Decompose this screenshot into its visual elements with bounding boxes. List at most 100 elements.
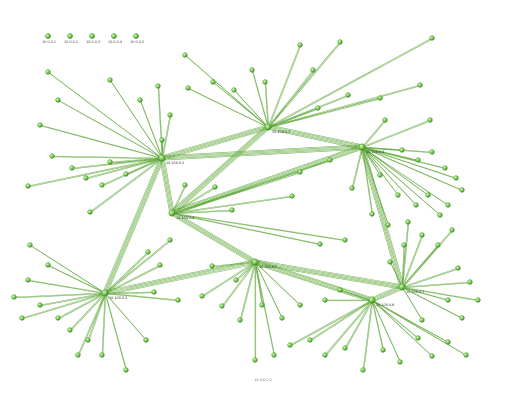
device-node-icon[interactable] <box>45 262 51 268</box>
device-node-icon[interactable] <box>342 345 348 351</box>
device-node-icon[interactable] <box>429 353 435 359</box>
device-node-icon[interactable] <box>107 159 113 165</box>
device-node-icon[interactable] <box>151 289 157 295</box>
device-node-icon[interactable] <box>401 242 407 248</box>
device-node-icon[interactable] <box>25 183 31 189</box>
device-node-icon[interactable] <box>297 302 303 308</box>
device-node-icon[interactable] <box>385 222 391 228</box>
device-node-icon[interactable] <box>83 175 89 181</box>
device-node-icon[interactable] <box>310 67 316 73</box>
device-node-icon[interactable] <box>55 315 61 321</box>
device-node-icon[interactable] <box>210 79 216 85</box>
device-node-icon[interactable] <box>37 122 43 128</box>
hub-node-icon[interactable] <box>368 296 376 304</box>
device-node-icon[interactable] <box>19 315 25 321</box>
device-node-icon[interactable] <box>99 352 105 358</box>
device-node-icon[interactable] <box>55 97 61 103</box>
device-node-icon[interactable] <box>297 42 303 48</box>
device-node-icon[interactable] <box>387 259 393 265</box>
device-node-icon[interactable] <box>342 237 348 243</box>
device-node-icon[interactable] <box>37 302 43 308</box>
device-node-icon[interactable] <box>252 357 258 363</box>
hub-node-icon[interactable] <box>158 154 166 162</box>
device-node-icon[interactable] <box>143 337 149 343</box>
device-node-icon[interactable] <box>279 315 285 321</box>
device-node-icon[interactable] <box>382 117 388 123</box>
hub-node-icon[interactable] <box>101 289 109 297</box>
device-node-icon[interactable] <box>445 202 451 208</box>
device-node-icon[interactable] <box>377 95 383 101</box>
device-node-icon[interactable] <box>429 149 435 155</box>
device-node-icon[interactable] <box>159 137 165 143</box>
device-node-icon[interactable] <box>75 352 81 358</box>
device-node-icon[interactable] <box>237 317 243 323</box>
device-node-icon[interactable] <box>209 263 215 269</box>
device-node-icon[interactable] <box>199 293 205 299</box>
device-node-icon[interactable] <box>185 85 191 91</box>
device-node-icon[interactable] <box>322 352 328 358</box>
device-node-icon[interactable] <box>337 39 343 45</box>
device-node-icon[interactable] <box>459 187 465 193</box>
device-node-icon[interactable] <box>419 232 425 238</box>
device-node-icon[interactable] <box>182 52 188 58</box>
device-node-icon[interactable] <box>429 35 435 41</box>
device-node-icon[interactable] <box>155 83 161 89</box>
device-node-icon[interactable] <box>249 67 255 73</box>
device-node-icon[interactable] <box>369 211 375 217</box>
hub-node-icon[interactable] <box>398 283 406 291</box>
device-node-icon[interactable] <box>427 117 433 123</box>
hub-node-icon[interactable] <box>264 123 272 131</box>
device-node-icon[interactable] <box>417 82 423 88</box>
device-node-icon[interactable] <box>271 352 277 358</box>
device-node-icon[interactable] <box>415 157 421 163</box>
device-node-icon[interactable] <box>445 297 451 303</box>
device-node-icon[interactable] <box>455 265 461 271</box>
device-node-icon[interactable] <box>360 367 366 373</box>
device-node-icon[interactable] <box>212 184 218 190</box>
device-node-icon[interactable] <box>167 112 173 118</box>
device-node-icon[interactable] <box>419 317 425 323</box>
device-node-icon[interactable] <box>219 303 225 309</box>
device-node-icon[interactable] <box>405 219 411 225</box>
device-node-icon[interactable] <box>259 302 265 308</box>
device-node-icon[interactable] <box>229 207 235 213</box>
device-node-icon[interactable] <box>413 202 419 208</box>
device-node-icon[interactable] <box>315 105 321 111</box>
device-node-icon[interactable] <box>467 279 473 285</box>
device-node-icon[interactable] <box>157 262 163 268</box>
device-node-icon[interactable] <box>459 315 465 321</box>
device-node-icon[interactable] <box>11 294 17 300</box>
device-node-icon[interactable] <box>475 297 481 303</box>
device-node-icon[interactable] <box>123 367 129 373</box>
device-node-icon[interactable] <box>49 153 55 159</box>
device-node-icon[interactable] <box>415 335 421 341</box>
device-node-icon[interactable] <box>337 287 343 293</box>
device-node-icon[interactable] <box>85 337 91 343</box>
device-node-icon[interactable] <box>233 277 239 283</box>
hub-node-icon[interactable] <box>168 209 176 217</box>
device-node-icon[interactable] <box>445 339 451 345</box>
device-node-icon[interactable] <box>317 241 323 247</box>
device-node-icon[interactable] <box>437 212 443 218</box>
device-node-icon[interactable] <box>435 242 441 248</box>
device-node-icon[interactable] <box>322 297 328 303</box>
device-node-icon[interactable] <box>345 92 351 98</box>
device-node-icon[interactable] <box>45 69 51 75</box>
device-node-icon[interactable] <box>87 209 93 215</box>
device-node-icon[interactable] <box>167 237 173 243</box>
device-node-icon[interactable] <box>262 79 268 85</box>
device-node-icon[interactable] <box>287 342 293 348</box>
device-node-icon[interactable] <box>99 182 105 188</box>
device-node-icon[interactable] <box>297 169 303 175</box>
device-node-icon[interactable] <box>463 352 469 358</box>
device-node-icon[interactable] <box>425 192 431 198</box>
device-node-icon[interactable] <box>395 192 401 198</box>
device-node-icon[interactable] <box>453 175 459 181</box>
device-node-icon[interactable] <box>27 242 33 248</box>
device-node-icon[interactable] <box>349 185 355 191</box>
device-node-icon[interactable] <box>442 165 448 171</box>
device-node-icon[interactable] <box>137 97 143 103</box>
device-node-icon[interactable] <box>307 337 313 343</box>
hub-node-icon[interactable] <box>251 258 259 266</box>
